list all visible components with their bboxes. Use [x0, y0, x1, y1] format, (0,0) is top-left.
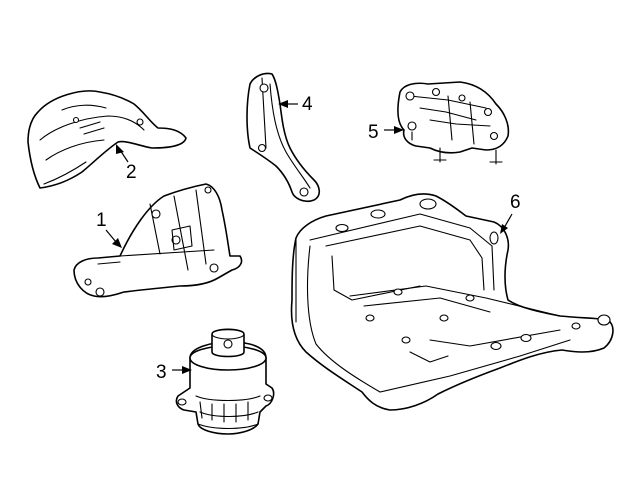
callout-3: 3	[156, 362, 192, 383]
part-2-heat-shield	[27, 90, 187, 189]
callout-3-label: 3	[156, 362, 167, 383]
part-4-bracket	[246, 72, 321, 203]
callout-1-label: 1	[96, 210, 107, 231]
callout-2-label: 2	[126, 162, 137, 183]
part-6-crossmember	[290, 193, 614, 411]
callout-4: 4	[278, 94, 313, 115]
part-3-engine-mount	[175, 328, 275, 435]
callout-4-label: 4	[302, 94, 313, 115]
callout-5: 5	[368, 122, 404, 143]
callout-6-label: 6	[510, 192, 521, 213]
callout-1: 1	[96, 210, 122, 248]
part-5-mount-bracket	[397, 81, 510, 165]
callout-5-label: 5	[368, 122, 379, 143]
part-1-engine-bracket	[73, 183, 243, 298]
callout-2: 2	[116, 144, 137, 183]
callout-6: 6	[500, 192, 521, 234]
